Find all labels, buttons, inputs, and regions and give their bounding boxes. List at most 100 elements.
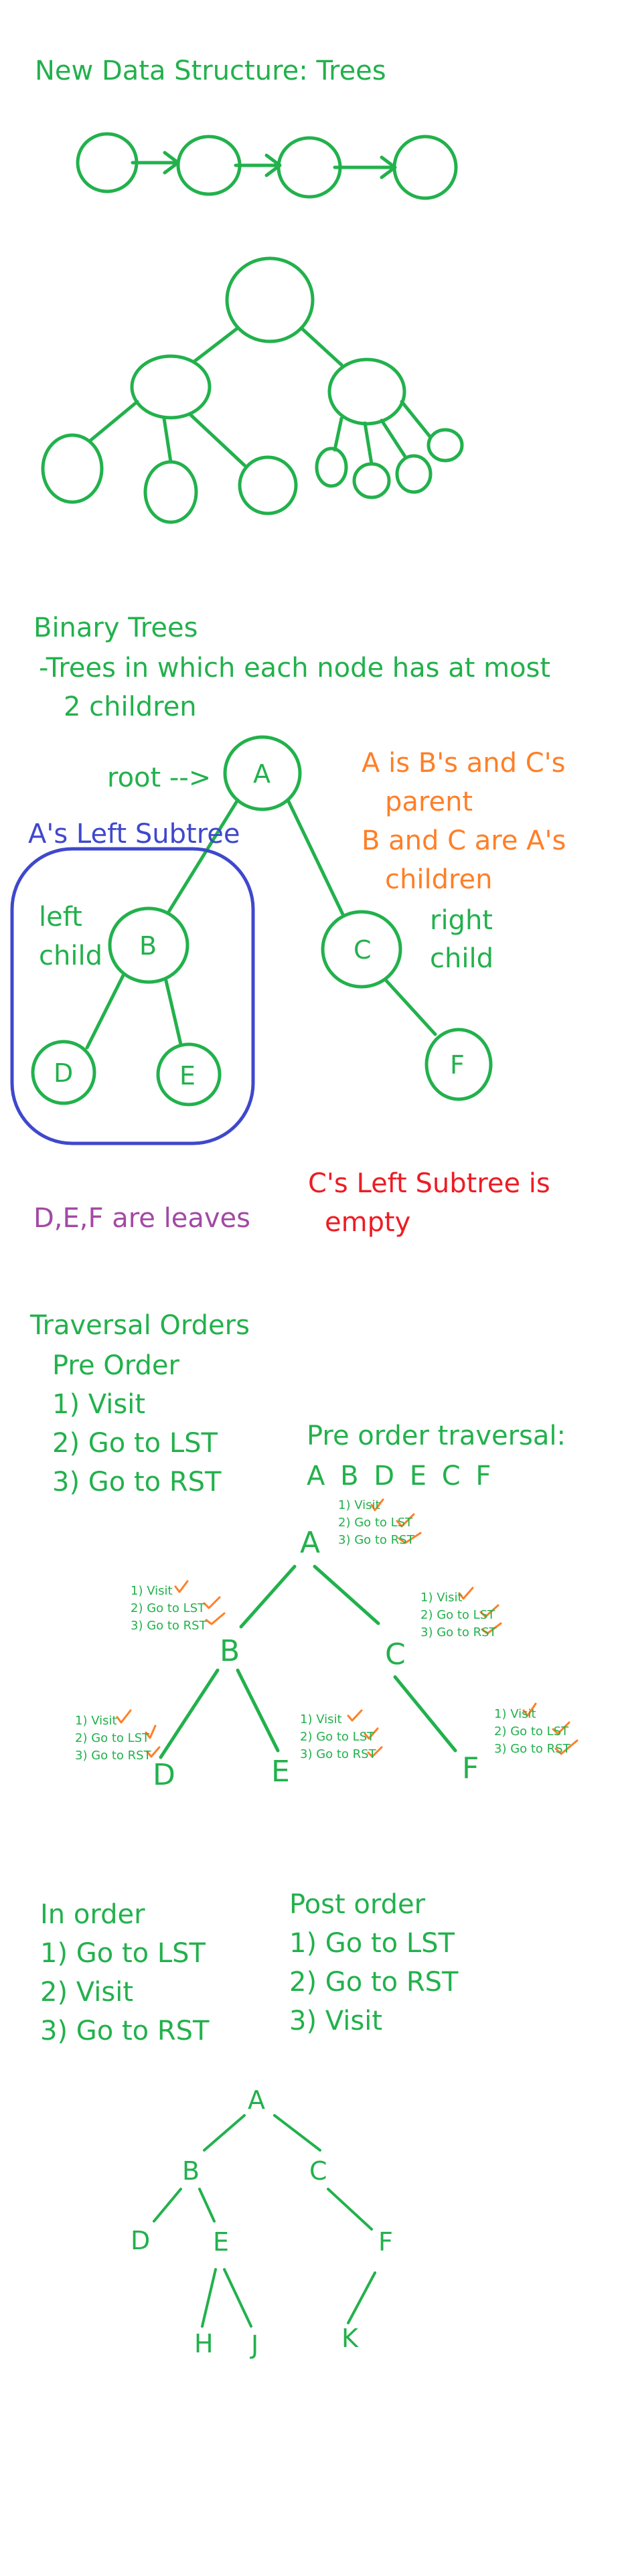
inorder-step-2: 2) Visit — [40, 1977, 134, 2008]
node-d-label: D — [54, 1058, 74, 1088]
binary-trees-desc-2: 2 children — [64, 692, 197, 722]
list-arrow-1 — [131, 151, 180, 175]
t-node-e: E — [271, 1755, 290, 1789]
left-subtree-label: A's Left Subtree — [28, 819, 240, 850]
left-child-label-1: left — [39, 902, 82, 933]
p-node-c: C — [309, 2156, 327, 2186]
mini-note: 1) Visit — [131, 1584, 173, 1598]
gtree-leaf-3 — [238, 455, 298, 515]
traversal-heading: Traversal Orders — [30, 1310, 250, 1341]
mini-note: 2) Go to LST — [131, 1601, 206, 1615]
parent-note-2: parent — [385, 787, 473, 817]
check-icon — [481, 1622, 502, 1635]
gtree-leaf-6 — [395, 454, 433, 494]
inorder-step-3: 3) Go to RST — [40, 2016, 210, 2046]
mini-note: 2) Go to LST — [338, 1516, 413, 1530]
node-b-label: B — [139, 931, 157, 961]
mini-note: 1) Visit — [420, 1591, 463, 1605]
list-node-2 — [176, 135, 242, 196]
p-node-f: F — [378, 2227, 393, 2257]
bt-node-a — [223, 735, 302, 811]
check-marks — [116, 1498, 578, 1758]
check-icon — [364, 1727, 379, 1740]
check-icon — [367, 1746, 383, 1758]
c-left-subtree-note-1: C's Left Subtree is — [308, 1168, 550, 1199]
mini-note: 2) Go to LST — [420, 1608, 495, 1622]
check-icon — [145, 1724, 157, 1739]
gtree-right — [327, 357, 406, 426]
mini-note: 3) Go to RST — [131, 1619, 207, 1633]
check-icon — [554, 1739, 578, 1755]
binary-tree-drawing — [31, 735, 493, 1107]
preorder-step-2: 2) Go to LST — [52, 1428, 218, 1459]
node-f-label: F — [450, 1050, 465, 1080]
bt-node-e — [156, 1042, 222, 1107]
c-left-subtree-note-2: empty — [325, 1207, 411, 1238]
mini-note: 1) Visit — [494, 1707, 536, 1721]
check-icon — [552, 1721, 570, 1735]
check-icon — [396, 1513, 415, 1528]
check-icon — [146, 1746, 161, 1758]
list-arrow-2 — [234, 153, 282, 177]
t-node-b: B — [220, 1634, 240, 1668]
mini-note: 2) Go to LST — [494, 1724, 569, 1739]
check-icon — [458, 1587, 474, 1600]
postorder-step-3: 3) Visit — [289, 2006, 383, 2036]
children-note-2: children — [385, 864, 493, 895]
preorder-sequence: A B D E C F — [307, 1461, 491, 1492]
inorder-heading: In order — [40, 1899, 145, 1930]
mini-note: 3) Go to RST — [338, 1533, 414, 1547]
mini-note: 2) Go to LST — [75, 1731, 150, 1745]
preorder-step-1: 1) Visit — [52, 1389, 146, 1420]
p-node-b: B — [182, 2156, 200, 2186]
bt-node-c — [321, 910, 402, 989]
mini-note: 1) Visit — [300, 1712, 342, 1726]
binary-trees-desc-1: -Trees in which each node has at most — [39, 653, 551, 683]
check-icon — [479, 1604, 499, 1618]
binary-trees-heading: Binary Trees — [33, 613, 198, 643]
gtree-root — [225, 256, 315, 343]
preorder-traversal-label: Pre order traversal: — [307, 1421, 566, 1451]
check-icon — [522, 1702, 537, 1717]
p-node-h: H — [194, 2329, 214, 2358]
node-e-label: E — [179, 1061, 196, 1091]
node-a-label: A — [253, 759, 271, 789]
mini-note: 3) Go to RST — [300, 1747, 376, 1761]
traversal-tree-drawing — [159, 1564, 457, 1759]
p-node-k: K — [341, 2324, 358, 2353]
t-node-a: A — [300, 1526, 321, 1560]
p-node-d: D — [131, 2226, 151, 2255]
mini-note: 2) Go to LST — [300, 1730, 375, 1744]
practice-tree-drawing — [153, 2114, 376, 2328]
list-arrow-3 — [333, 155, 397, 179]
left-child-label-2: child — [39, 941, 102, 971]
mini-note: 3) Go to RST — [494, 1742, 570, 1756]
bt-node-f — [424, 1028, 493, 1101]
linked-list-drawing — [76, 132, 458, 200]
bt-node-b — [108, 906, 189, 984]
preorder-step-3: 3) Go to RST — [52, 1467, 222, 1498]
root-label: root --> — [107, 762, 212, 793]
bt-node-d — [31, 1040, 96, 1105]
node-c-label: C — [354, 935, 372, 965]
mini-note: 3) Go to RST — [75, 1749, 151, 1763]
check-icon — [174, 1580, 189, 1593]
gtree-left — [130, 354, 212, 420]
p-node-j: J — [251, 2330, 259, 2360]
postorder-step-1: 1) Go to LST — [289, 1928, 455, 1959]
general-tree-drawing — [41, 256, 464, 524]
gtree-leaf-2 — [143, 460, 198, 524]
check-icon — [203, 1596, 221, 1609]
check-icon — [205, 1612, 226, 1625]
p-node-a: A — [248, 2085, 265, 2115]
t-node-f: F — [462, 1751, 479, 1785]
parent-note-1: A is B's and C's — [362, 748, 566, 779]
page-title: New Data Structure: Trees — [35, 56, 386, 86]
gtree-leaf-1 — [41, 433, 104, 504]
postorder-step-2: 2) Go to RST — [289, 1967, 459, 1998]
t-node-d: D — [153, 1758, 175, 1792]
right-child-label-2: child — [430, 943, 493, 974]
check-icon — [347, 1709, 363, 1722]
p-node-e: E — [213, 2227, 230, 2257]
